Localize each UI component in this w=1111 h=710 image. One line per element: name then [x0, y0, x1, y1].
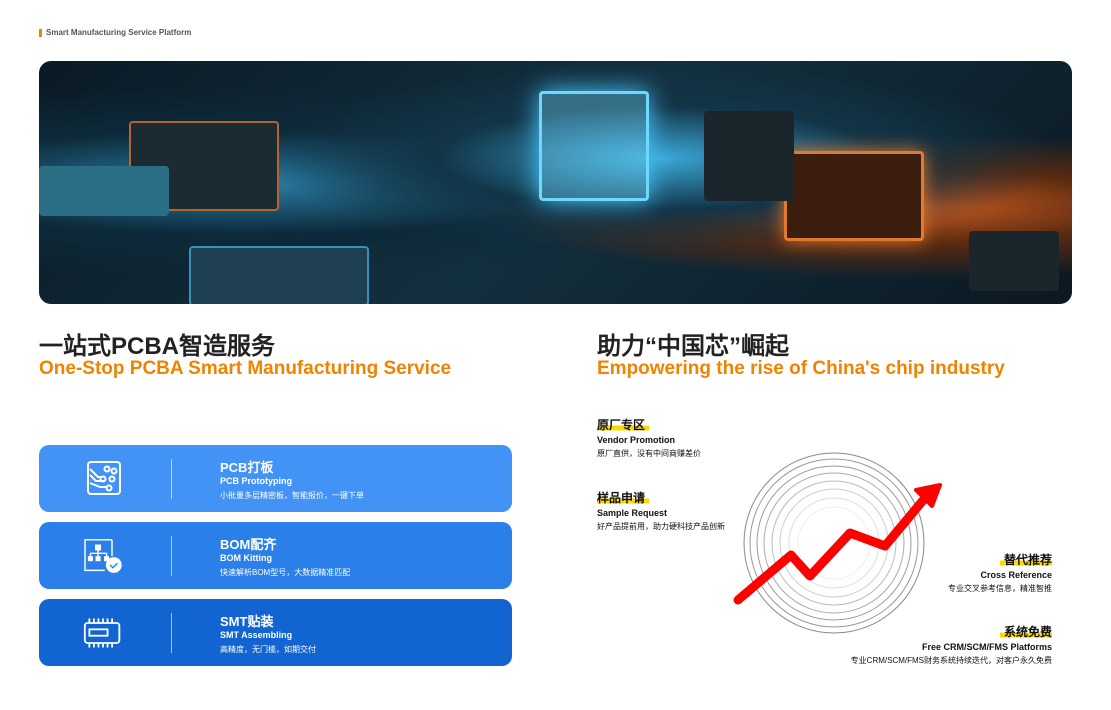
chip-icon [83, 618, 121, 648]
service-card-bom[interactable]: BOM配齐 BOM Kitting 快速解析BOM型号，大数据精准匹配 [39, 522, 512, 589]
feature-free-platforms[interactable]: 系统免费 Free CRM/SCM/FMS Platforms 专业CRM/SC… [851, 623, 1052, 666]
service-title: BOM配齐 [220, 537, 277, 552]
service-desc: 小批量多层精密板，智能报价，一键下单 [220, 491, 364, 500]
left-title-cn: 一站式PCBA智造服务 [39, 333, 276, 360]
header-marker [39, 28, 42, 37]
feature-title: 替代推荐 [999, 551, 1052, 568]
service-title: PCB打板 [220, 460, 274, 475]
arrow-line [733, 493, 930, 605]
feature-subtitle: Sample Request [597, 508, 668, 518]
feature-desc: 原厂直供，没有中间商赚差价 [597, 449, 701, 458]
feature-title: 原厂专区 [597, 416, 650, 433]
circuit-board-icon [87, 461, 121, 495]
feature-title: 系统免费 [999, 623, 1052, 640]
service-desc: 高精度，无门槛，如期交付 [220, 645, 316, 654]
service-card-smt[interactable]: SMT贴装 SMT Assembling 高精度，无门槛，如期交付 [39, 599, 512, 666]
feature-desc: 好产品提前用，助力硬科技产品创新 [597, 522, 725, 531]
right-title-cn: 助力“中国芯”崛起 [597, 333, 789, 360]
service-subtitle: SMT Assembling [220, 630, 293, 640]
feature-vendor-promotion[interactable]: 原厂专区 Vendor Promotion 原厂直供，没有中间商赚差价 [597, 416, 701, 459]
hierarchy-check-icon [84, 539, 122, 573]
divider [171, 536, 172, 576]
service-desc: 快速解析BOM型号，大数据精准匹配 [220, 568, 351, 577]
feature-desc: 专业CRM/SCM/FMS财务系统持续迭代，对客户永久免费 [850, 656, 1052, 665]
feature-title: 样品申请 [597, 489, 650, 506]
service-subtitle: PCB Prototyping [220, 476, 292, 486]
divider [171, 459, 172, 499]
arrow-head [914, 483, 942, 508]
feature-desc: 专业交叉参考信息，精准智推 [948, 584, 1052, 593]
feature-subtitle: Vendor Promotion [597, 435, 676, 445]
service-card-pcb[interactable]: PCB打板 PCB Prototyping 小批量多层精密板，智能报价，一键下单 [39, 445, 512, 512]
service-subtitle: BOM Kitting [220, 553, 272, 563]
feature-sample-request[interactable]: 样品申请 Sample Request 好产品提前用，助力硬科技产品创新 [597, 489, 725, 532]
growth-arrow-graphic [733, 452, 942, 634]
feature-subtitle: Cross Reference [980, 570, 1052, 580]
hero-image-circuit-board [39, 61, 1072, 304]
feature-cross-reference[interactable]: 替代推荐 Cross Reference 专业交叉参考信息，精准智推 [948, 551, 1052, 594]
divider [171, 613, 172, 653]
header-label: Smart Manufacturing Service Platform [39, 28, 191, 37]
service-title: SMT贴装 [220, 614, 274, 629]
feature-subtitle: Free CRM/SCM/FMS Platforms [921, 642, 1052, 652]
left-title-en: One-Stop PCBA Smart Manufacturing Servic… [39, 358, 452, 379]
right-title-en: Empowering the rise of China's chip indu… [597, 358, 1005, 379]
